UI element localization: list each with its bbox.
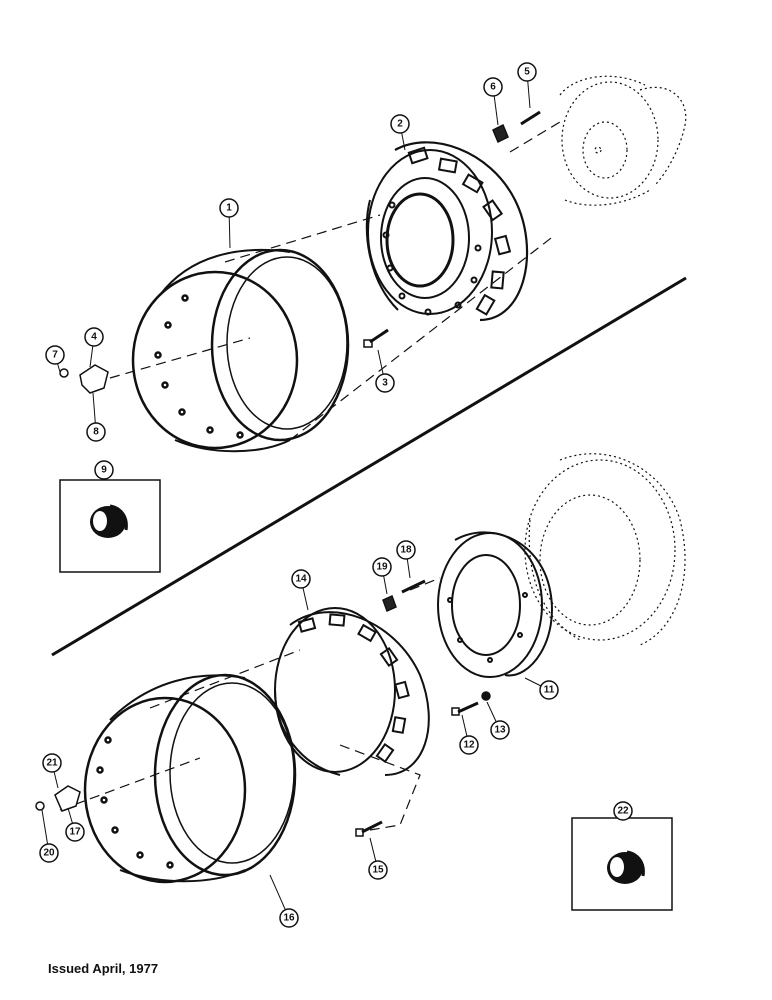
callout-circle-4	[84, 327, 104, 347]
callout-number-2: 2	[397, 119, 403, 130]
issued-date-footer: Issued April, 1977	[48, 961, 159, 976]
callout-number-15: 15	[372, 865, 384, 876]
callout-number-13: 13	[494, 725, 506, 736]
callout-number-8: 8	[93, 427, 99, 438]
callout-12: 12	[459, 714, 479, 755]
callout-7: 7	[45, 345, 65, 373]
small-parts-upper	[59, 110, 541, 394]
callout-circle-15	[368, 860, 388, 880]
callout-circle-16	[279, 908, 299, 928]
callout-circle-8	[86, 422, 106, 442]
callout-circle-9	[94, 460, 114, 480]
callout-circle-18	[396, 540, 416, 560]
callout-circle-17	[65, 822, 85, 842]
wheel-rim-upper	[131, 248, 350, 453]
callout-21: 21	[42, 753, 62, 789]
callout-19: 19	[372, 557, 392, 595]
callout-number-3: 3	[382, 378, 388, 389]
callout-3: 3	[375, 349, 395, 393]
callout-circle-14	[291, 569, 311, 589]
callout-number-22: 22	[617, 806, 629, 817]
callout-circle-7	[45, 345, 65, 365]
callout-number-19: 19	[376, 562, 388, 573]
hub-phantom-lower	[524, 453, 686, 646]
callout-22: 22	[613, 801, 633, 821]
callout-number-1: 1	[226, 203, 232, 214]
callout-number-21: 21	[46, 758, 58, 769]
assembly-lines-lower	[59, 577, 441, 831]
callout-14: 14	[291, 569, 311, 611]
adapter-ring-lower	[437, 531, 553, 678]
callout-circle-22	[613, 801, 633, 821]
wheel-center-lower	[274, 607, 430, 776]
wheel-center-upper	[365, 141, 529, 322]
assembly-lines-upper	[109, 121, 561, 441]
section-divider	[51, 276, 687, 657]
callout-circle-5	[517, 62, 537, 82]
callout-number-5: 5	[524, 67, 530, 78]
callout-number-16: 16	[283, 913, 295, 924]
callout-circle-13	[490, 720, 510, 740]
callout-20: 20	[39, 809, 59, 863]
callout-9: 9	[94, 460, 114, 480]
callout-6: 6	[483, 77, 503, 126]
callout-13: 13	[486, 701, 510, 740]
callout-number-4: 4	[91, 332, 97, 343]
callout-circle-1	[219, 198, 239, 218]
callout-2: 2	[390, 114, 410, 151]
callout-number-14: 14	[295, 574, 307, 585]
callout-circle-19	[372, 557, 392, 577]
callout-circle-2	[390, 114, 410, 134]
callout-16: 16	[269, 874, 299, 928]
callout-number-12: 12	[463, 740, 475, 751]
callout-number-17: 17	[69, 827, 81, 838]
wheel-rim-lower	[83, 673, 297, 884]
callout-number-18: 18	[400, 545, 412, 556]
callout-4: 4	[84, 327, 104, 368]
callout-15: 15	[368, 837, 388, 880]
callout-circle-20	[39, 843, 59, 863]
hub-phantom-upper	[559, 75, 687, 206]
callout-circle-6	[483, 77, 503, 97]
callout-number-6: 6	[490, 82, 496, 93]
callout-number-7: 7	[52, 350, 58, 361]
inset-box-lower	[571, 817, 673, 911]
inset-box-upper	[59, 479, 161, 573]
callout-circle-21	[42, 753, 62, 773]
small-parts-lower	[35, 579, 491, 837]
callout-18: 18	[396, 540, 416, 579]
callout-17: 17	[65, 807, 85, 842]
callout-number-9: 9	[101, 465, 107, 476]
callout-5: 5	[517, 62, 537, 109]
callout-circle-3	[375, 373, 395, 393]
callout-number-11: 11	[544, 685, 555, 696]
callout-11: 11	[524, 677, 559, 700]
callout-circle-12	[459, 735, 479, 755]
callout-circle-11	[539, 680, 559, 700]
callout-number-20: 20	[43, 848, 55, 859]
callout-1: 1	[219, 198, 239, 249]
callout-8: 8	[86, 392, 106, 442]
